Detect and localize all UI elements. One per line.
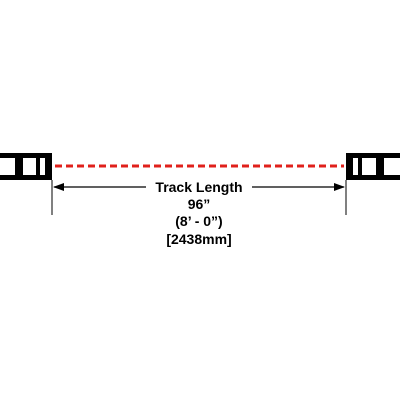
left-track-web	[15, 153, 23, 180]
right-arrowhead	[334, 183, 345, 191]
right-track-web	[376, 153, 384, 180]
right-track-bottom-rail	[346, 175, 400, 180]
left-track-bottom-rail	[0, 175, 52, 180]
right-track-end-slot	[353, 158, 358, 175]
right-track-top-rail	[346, 153, 400, 158]
left-arrowhead	[53, 183, 64, 191]
left-track-end-slot	[40, 158, 45, 175]
left-track-top-rail	[0, 153, 52, 158]
dimension-value-inches: 96”	[188, 196, 211, 212]
dimension-line	[53, 183, 345, 191]
left-track-section	[0, 153, 53, 215]
right-track-section	[345, 153, 400, 215]
dimension-label: Track Length	[155, 179, 242, 195]
dimension-value-feet: (8’ - 0”)	[175, 213, 222, 229]
dimension-value-mm: [2438mm]	[166, 231, 231, 247]
